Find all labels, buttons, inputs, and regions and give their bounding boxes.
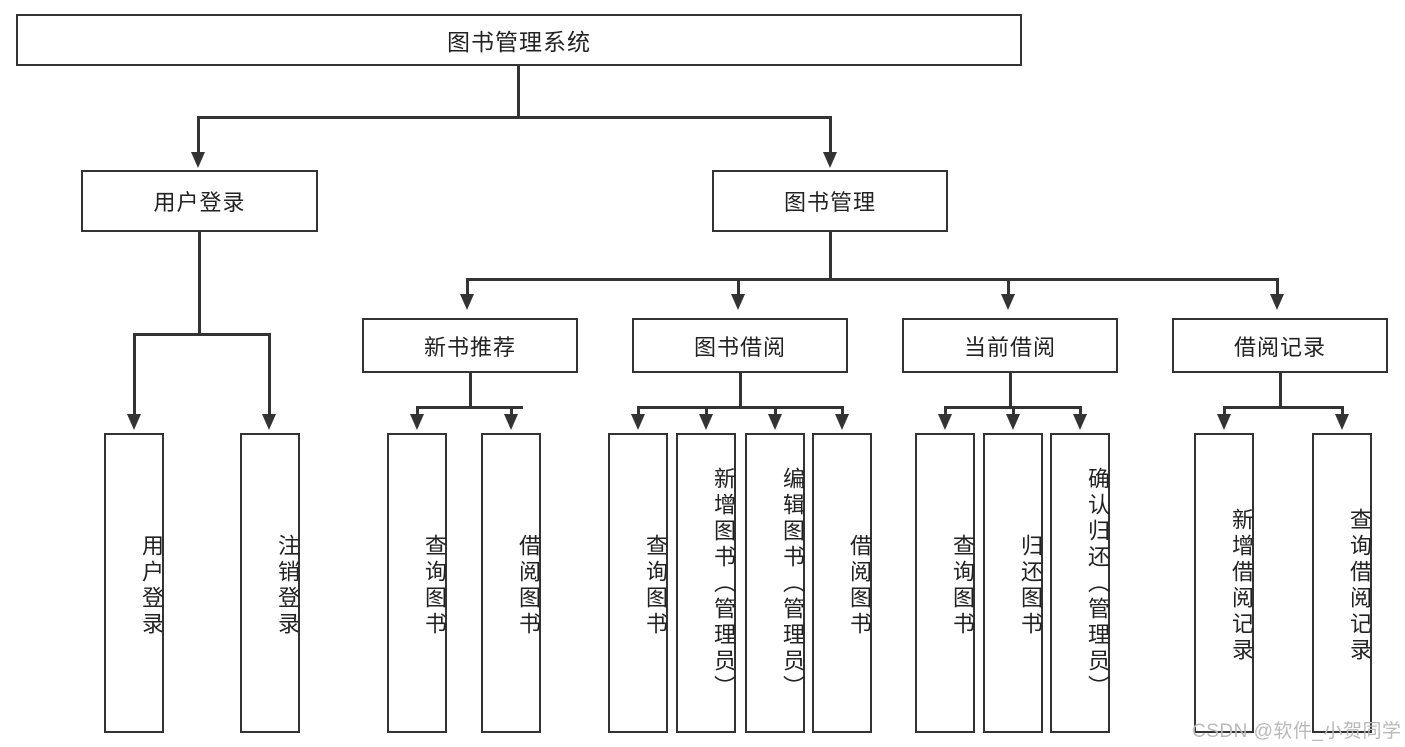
connector-to-book-borrow xyxy=(737,278,740,298)
connector-borrow-record-bar xyxy=(1223,406,1343,409)
connector-borrow-record-to-leaf1 xyxy=(1223,406,1226,418)
connector-user-login-to-leaf1 xyxy=(133,333,136,417)
connector-book-borrow-to-leaf1 xyxy=(637,406,640,418)
connector-book-borrow-bar xyxy=(637,406,842,409)
leaf-return-book[interactable]: 归还图书 xyxy=(983,433,1043,733)
connector-book-manage-bar xyxy=(466,278,1278,281)
arrow-current-borrow-leaf1 xyxy=(938,414,952,430)
arrow-to-leaf-logout xyxy=(262,414,276,430)
leaf-query-book-recommend[interactable]: 查询图书 xyxy=(387,433,447,733)
connector-book-borrow-to-leaf4 xyxy=(841,406,844,418)
connector-root-bar xyxy=(197,116,832,119)
connector-root-to-book-manage xyxy=(829,116,832,156)
leaf-confirm-return-admin[interactable]: 确认归还（管理员） xyxy=(1050,433,1110,733)
arrow-to-current-borrow xyxy=(1001,294,1015,310)
node-book-manage[interactable]: 图书管理 xyxy=(712,170,948,232)
arrow-current-borrow-leaf3 xyxy=(1073,414,1087,430)
leaf-query-borrow-record[interactable]: 查询借阅记录 xyxy=(1312,433,1372,733)
node-current-borrow[interactable]: 当前借阅 xyxy=(902,318,1118,373)
connector-user-login-to-leaf2 xyxy=(268,333,271,417)
node-root-system[interactable]: 图书管理系统 xyxy=(16,14,1022,66)
leaf-add-book-admin[interactable]: 新增图书（管理员） xyxy=(676,433,736,733)
connector-book-borrow-stem xyxy=(739,373,742,408)
connector-borrow-record-stem xyxy=(1279,373,1282,408)
arrow-book-borrow-leaf1 xyxy=(631,414,645,430)
connector-book-borrow-to-leaf2 xyxy=(705,406,708,418)
arrow-to-leaf-user-login xyxy=(127,414,141,430)
arrow-to-book-borrow xyxy=(731,294,745,310)
connector-current-borrow-to-leaf3 xyxy=(1079,406,1082,418)
leaf-add-borrow-record[interactable]: 新增借阅记录 xyxy=(1194,433,1254,733)
arrow-to-book-manage xyxy=(823,152,837,168)
arrow-new-book-leaf2 xyxy=(504,414,518,430)
arrow-to-borrow-record xyxy=(1270,294,1284,310)
connector-current-borrow-to-leaf2 xyxy=(1012,406,1015,418)
connector-user-login-stem xyxy=(198,232,201,335)
arrow-book-borrow-leaf4 xyxy=(835,414,849,430)
connector-new-book-bar xyxy=(416,406,523,409)
leaf-logout[interactable]: 注销登录 xyxy=(240,433,300,733)
arrow-to-user-login xyxy=(191,152,205,168)
arrow-new-book-leaf1 xyxy=(410,414,424,430)
leaf-user-login[interactable]: 用户登录 xyxy=(104,433,164,733)
arrow-borrow-record-leaf2 xyxy=(1335,414,1349,430)
leaf-borrow-book[interactable]: 借阅图书 xyxy=(812,433,872,733)
leaf-query-book-borrow[interactable]: 查询图书 xyxy=(608,433,668,733)
connector-new-book-stem xyxy=(469,373,472,408)
connector-root-stem xyxy=(517,66,520,117)
connector-current-borrow-stem xyxy=(1009,373,1012,408)
connector-book-borrow-to-leaf3 xyxy=(774,406,777,418)
csdn-watermark: CSDN @软件_小贺同学 xyxy=(1192,721,1402,742)
leaf-query-book-current[interactable]: 查询图书 xyxy=(915,433,975,733)
connector-current-borrow-to-leaf1 xyxy=(944,406,947,418)
connector-new-book-to-leaf1 xyxy=(416,406,419,418)
connector-user-login-bar xyxy=(133,333,270,336)
arrow-borrow-record-leaf1 xyxy=(1217,414,1231,430)
node-user-login[interactable]: 用户登录 xyxy=(81,170,318,232)
arrow-to-new-book xyxy=(460,294,474,310)
leaf-borrow-book-recommend[interactable]: 借阅图书 xyxy=(481,433,541,733)
connector-new-book-to-leaf2 xyxy=(510,406,513,418)
arrow-current-borrow-leaf2 xyxy=(1006,414,1020,430)
arrow-book-borrow-leaf3 xyxy=(768,414,782,430)
connector-to-current-borrow xyxy=(1007,278,1010,298)
connector-root-to-user-login xyxy=(197,116,200,156)
connector-borrow-record-to-leaf2 xyxy=(1341,406,1344,418)
arrow-book-borrow-leaf2 xyxy=(699,414,713,430)
leaf-edit-book-admin[interactable]: 编辑图书（管理员） xyxy=(745,433,805,733)
node-new-book-recommend[interactable]: 新书推荐 xyxy=(362,318,578,373)
connector-to-borrow-record xyxy=(1276,278,1279,298)
node-book-borrow[interactable]: 图书借阅 xyxy=(632,318,848,373)
node-borrow-record[interactable]: 借阅记录 xyxy=(1172,318,1388,373)
connector-book-manage-stem xyxy=(829,232,832,280)
connector-to-new-book xyxy=(466,278,469,298)
